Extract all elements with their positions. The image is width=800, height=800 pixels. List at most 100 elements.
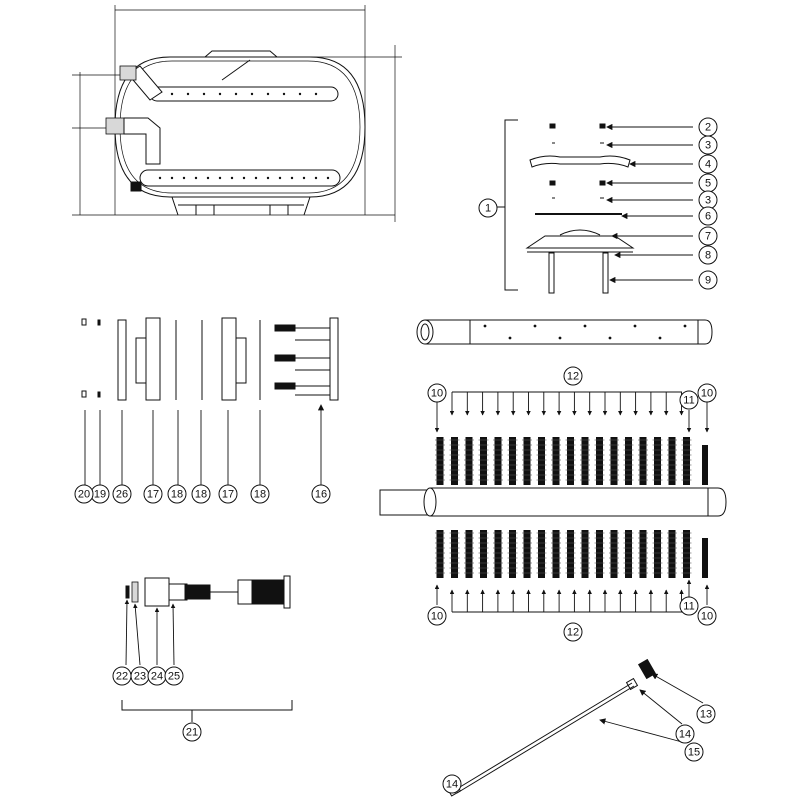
callout-number: 10	[701, 611, 713, 623]
callout-number: 15	[688, 747, 700, 759]
callout-20: 20	[74, 484, 94, 504]
callout-10: 10	[427, 383, 447, 403]
lateral	[594, 530, 605, 578]
callout-12: 12	[563, 366, 583, 386]
callout-number: 13	[700, 709, 712, 721]
lateral	[536, 437, 547, 485]
lateral	[435, 530, 445, 578]
callout-number: 12	[567, 371, 579, 383]
lateral	[464, 530, 474, 578]
lateral	[580, 437, 590, 485]
callout-14: 14	[675, 724, 695, 744]
callout-18: 18	[167, 484, 187, 504]
callout-3: 3	[698, 190, 718, 210]
callout-number: 25	[168, 671, 180, 683]
lateral	[435, 437, 445, 485]
callout-19: 19	[90, 484, 110, 504]
callout-number: 8	[705, 250, 711, 262]
lateral	[449, 437, 460, 485]
lateral	[522, 437, 532, 485]
callout-number: 7	[705, 231, 711, 243]
lateral	[609, 437, 619, 485]
lateral	[565, 530, 576, 578]
lateral	[623, 530, 634, 578]
callout-number: 10	[431, 388, 443, 400]
callout-23: 23	[130, 666, 150, 686]
lateral	[594, 437, 605, 485]
lateral	[681, 530, 692, 578]
callout-number: 22	[116, 671, 128, 683]
callout-number: 14	[679, 729, 691, 741]
callout-number: 9	[705, 275, 711, 287]
callout-number: 26	[116, 489, 128, 501]
callout-13: 13	[696, 704, 716, 724]
callout-16: 16	[311, 484, 331, 504]
callout-number: 6	[705, 211, 711, 223]
callout-2: 2	[698, 117, 718, 137]
callout-number: 20	[78, 489, 90, 501]
lateral	[623, 437, 634, 485]
lateral	[522, 530, 532, 578]
callout-11: 11	[679, 390, 699, 410]
callout-12: 12	[563, 622, 583, 642]
lateral	[449, 530, 460, 578]
valve-assembly-drawing	[121, 575, 293, 722]
callout-24: 24	[147, 666, 167, 686]
callout-6: 6	[698, 206, 718, 226]
filter-tank-drawing	[72, 5, 402, 222]
flange-parts-drawing	[81, 317, 339, 401]
callout-7: 7	[698, 226, 718, 246]
callout-11: 11	[679, 596, 699, 616]
callout-8: 8	[698, 245, 718, 265]
callout-22: 22	[112, 666, 132, 686]
callout-1: 1	[478, 198, 498, 218]
lateral	[580, 530, 590, 578]
callout-number: 3	[705, 140, 711, 152]
collector-pipe-top	[416, 319, 713, 345]
callout-25: 25	[164, 666, 184, 686]
callout-number: 24	[151, 671, 163, 683]
callout-number: 18	[254, 489, 266, 501]
lateral	[464, 437, 474, 485]
callout-number: 10	[431, 611, 443, 623]
callout-10: 10	[427, 606, 447, 626]
callout-17: 17	[218, 484, 238, 504]
callout-18: 18	[250, 484, 270, 504]
callout-number: 12	[567, 627, 579, 639]
callout-number: 4	[705, 159, 711, 171]
lateral	[493, 437, 503, 485]
callout-15: 15	[684, 742, 704, 762]
callout-number: 11	[683, 395, 694, 407]
lateral	[493, 530, 503, 578]
lateral	[507, 530, 518, 578]
lid-assembly-drawing	[496, 119, 635, 294]
callout-number: 3	[705, 195, 711, 207]
callout-number: 10	[701, 388, 713, 400]
lateral	[609, 530, 619, 578]
lateral	[478, 530, 489, 578]
callout-17: 17	[143, 484, 163, 504]
callout-10: 10	[697, 383, 717, 403]
callout-number: 5	[705, 178, 711, 190]
callout-21: 21	[182, 722, 202, 742]
lateral	[565, 437, 576, 485]
callout-number: 16	[315, 489, 327, 501]
callout-number: 17	[222, 489, 234, 501]
lateral	[507, 437, 518, 485]
lateral	[536, 530, 547, 578]
lateral	[681, 437, 692, 485]
lateral	[638, 437, 648, 485]
callout-number: 14	[446, 779, 458, 791]
callout-number: 18	[195, 489, 207, 501]
callout-3: 3	[698, 135, 718, 155]
laterals-drawing	[379, 437, 727, 578]
callout-number: 17	[147, 489, 159, 501]
lateral	[667, 530, 677, 578]
lateral	[638, 530, 648, 578]
callout-number: 23	[134, 671, 146, 683]
callout-number: 1	[485, 203, 491, 215]
lateral	[652, 530, 663, 578]
leader-lines	[84, 123, 710, 791]
lateral	[478, 437, 489, 485]
